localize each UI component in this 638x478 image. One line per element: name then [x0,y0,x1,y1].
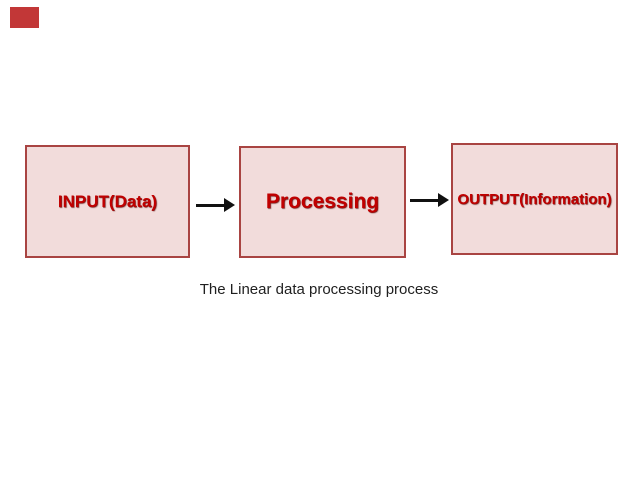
corner-accent-rect [10,7,39,28]
arrow-shaft [410,198,438,202]
arrow-right-icon [196,198,235,212]
flow-box-input: INPUT(Data) [25,145,190,258]
arrow-head [438,193,449,207]
arrow-shaft [196,203,224,207]
flow-box-processing: Processing [239,146,406,258]
processing-box-label: Processing [265,190,380,213]
arrow-right-icon [410,193,449,207]
arrow-head [224,198,235,212]
flow-box-output: OUTPUT(Information) [451,143,618,255]
input-box-label: INPUT(Data) [57,191,158,211]
output-box-label: OUTPUT(Information) [457,190,612,208]
diagram-caption: The Linear data processing process [199,281,439,298]
